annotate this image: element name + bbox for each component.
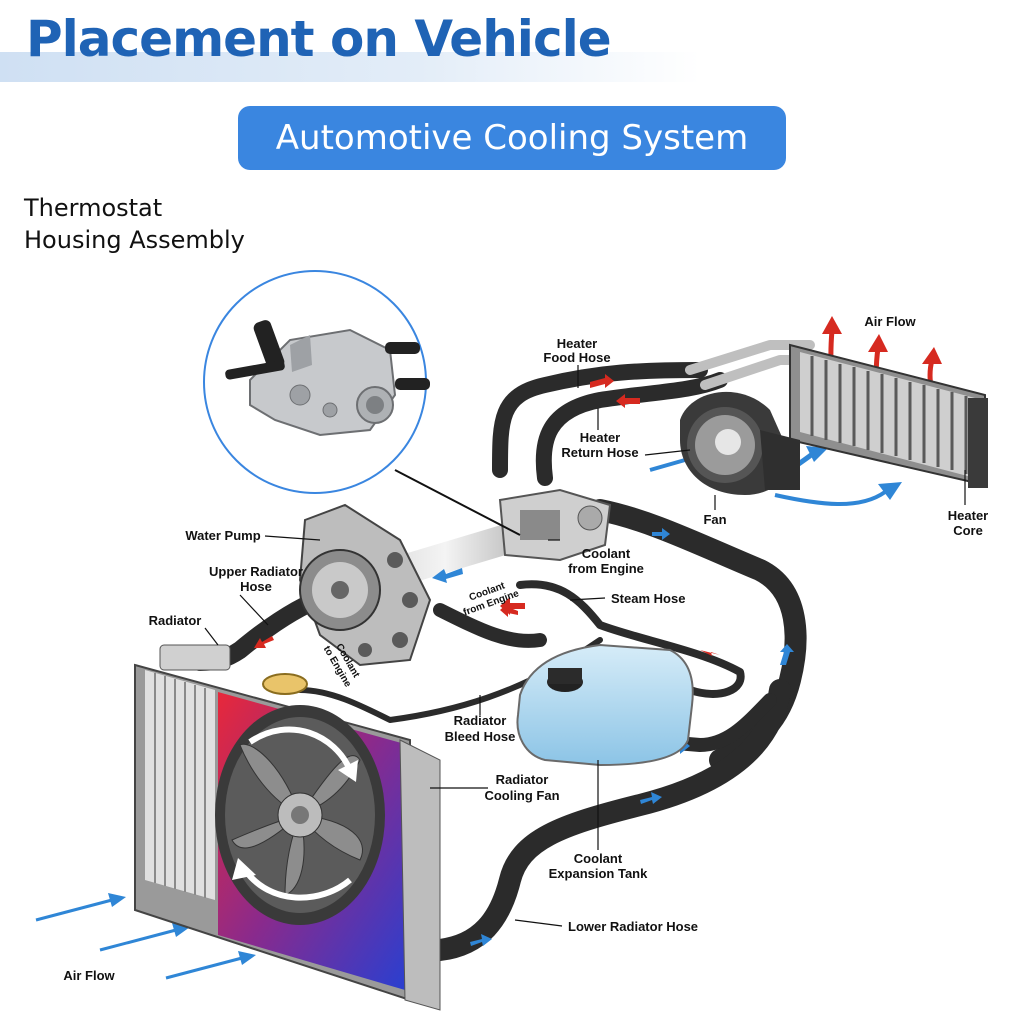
label-steam-hose: Steam Hose — [611, 591, 685, 606]
label-coolant-expansion-tank-1: Coolant — [574, 851, 623, 866]
label-heater-core-2: Core — [953, 523, 983, 538]
label-radiator-cooling-fan-1: Radiator — [496, 772, 549, 787]
airflow-arrow — [99, 928, 177, 952]
page-title: Placement on Vehicle — [26, 10, 612, 68]
airflow-arrow — [774, 490, 887, 506]
part-caption: Thermostat Housing Assembly — [24, 192, 245, 256]
thermostat-housing-on-engine — [498, 488, 612, 562]
radiator-cooling-fan — [215, 705, 385, 925]
label-lower-radiator-hose: Lower Radiator Hose — [568, 919, 698, 934]
cold-arrow — [652, 528, 670, 540]
steam-hose — [516, 580, 745, 698]
coolant-expansion-tank — [516, 643, 694, 767]
hot-arrow — [254, 636, 274, 648]
label-radiator: Radiator — [149, 613, 202, 628]
label-coolant-from-engine-2: from Engine — [568, 561, 644, 576]
label-heater-core-1: Heater — [948, 508, 988, 523]
blower-fan — [680, 391, 800, 495]
hot-arrow — [616, 394, 640, 408]
airflow-arrow — [35, 898, 113, 922]
subtitle-pill: Automotive Cooling System — [238, 106, 786, 170]
label-heater-food-hose-2: Food Hose — [543, 350, 610, 365]
part-caption-line1: Thermostat — [24, 194, 163, 222]
thermostat-housing-photo — [225, 320, 430, 437]
label-radiator-bleed-hose-1: Radiator — [454, 713, 507, 728]
label-fan: Fan — [703, 512, 726, 527]
airflow-arrow — [165, 956, 243, 980]
label-air-flow-bottom: Air Flow — [63, 968, 115, 983]
hot-arrow — [700, 650, 720, 656]
heater-core — [789, 343, 988, 488]
leader-lines — [204, 365, 966, 927]
label-coolant-from-engine-1: Coolant — [582, 546, 631, 561]
cold-arrow — [640, 792, 662, 804]
thermostat-inset — [203, 270, 521, 536]
label-water-pump: Water Pump — [185, 528, 260, 543]
label-heater-return-hose-2: Return Hose — [561, 445, 638, 460]
label-radiator-bleed-hose-2: Bleed Hose — [445, 729, 516, 744]
lower-radiator-hose — [429, 679, 791, 961]
heater-food-hose — [492, 362, 708, 478]
label-heater-return-hose-1: Heater — [580, 430, 620, 445]
part-caption-line2: Housing Assembly — [24, 226, 245, 254]
label-upper-radiator-hose-1: Upper Radiator — [209, 564, 303, 579]
hot-arrow — [590, 374, 614, 388]
label-radiator-cooling-fan-2: Cooling Fan — [484, 788, 559, 803]
label-heater-food-hose-1: Heater — [557, 336, 597, 351]
cold-arrow — [780, 644, 794, 665]
title-band — [0, 52, 700, 82]
cold-arrow — [470, 934, 492, 946]
heater-return-hose — [535, 372, 728, 486]
label-upper-radiator-hose-2: Hose — [240, 579, 272, 594]
water-pump — [298, 503, 432, 667]
label-air-flow-top: Air Flow — [864, 314, 916, 329]
hot-arrow — [500, 597, 525, 615]
label-coolant-expansion-tank-2: Expansion Tank — [549, 866, 648, 881]
cold-arrow — [432, 568, 463, 583]
